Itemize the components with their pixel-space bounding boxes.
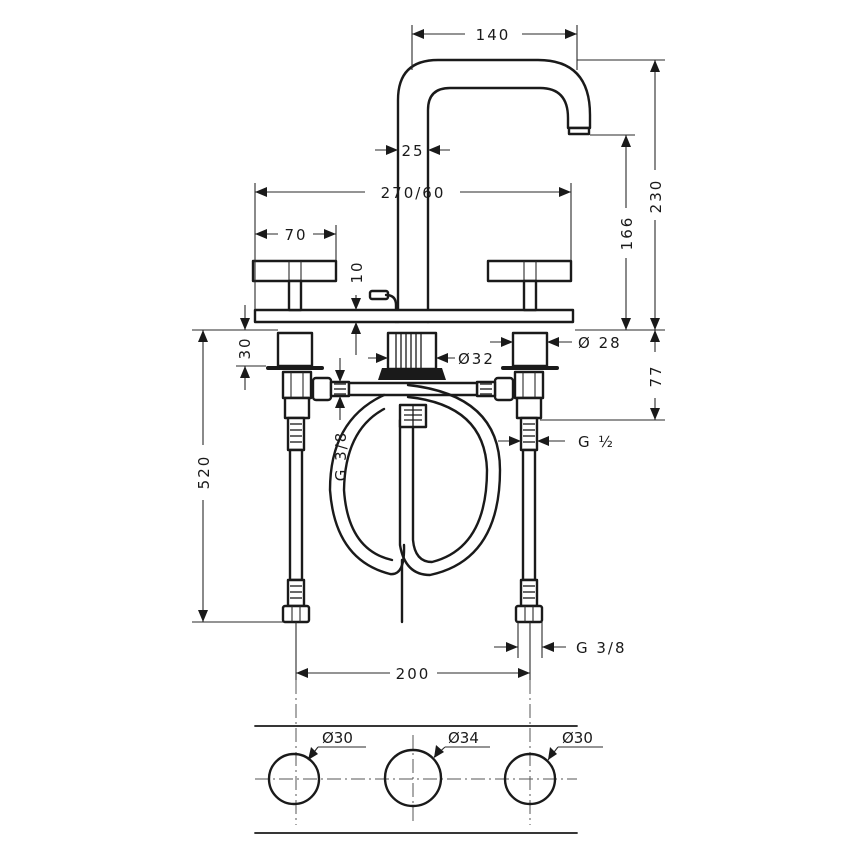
hole-pattern: Ø30 Ø34 Ø30: [254, 680, 603, 834]
label-140: 140: [476, 26, 511, 44]
label-70: 70: [284, 226, 307, 244]
left-valve-body: [266, 331, 333, 420]
label-hole-center: Ø34: [448, 729, 479, 747]
label-d32: Ø32: [458, 350, 495, 368]
label-30: 30: [236, 336, 254, 359]
label-d28: Ø 28: [578, 334, 622, 352]
label-25: 25: [401, 142, 424, 160]
hole-center: [383, 748, 443, 808]
dim-shank-diameter: Ø32: [368, 350, 495, 368]
dim-total-height: 230: [575, 59, 665, 331]
left-supply-hose: [281, 416, 311, 624]
spout: [396, 58, 592, 324]
hole-left: [267, 752, 321, 806]
dim-thread-g38-right: G 3/8: [494, 622, 627, 658]
dim-overall-width: 270/60: [254, 183, 572, 310]
pop-up-lever: [368, 289, 398, 324]
label-230: 230: [647, 179, 665, 214]
dim-pipe-diameter: 25: [375, 142, 450, 160]
label-10: 10: [348, 260, 366, 283]
left-handle: [251, 259, 338, 312]
right-valve-body: [493, 331, 559, 420]
dim-body-diameter: Ø 28: [490, 334, 622, 352]
dim-hose-length: 520: [192, 329, 283, 623]
label-g12: G ½: [578, 433, 615, 451]
label-g38-right: G 3/8: [576, 639, 627, 657]
dim-below-deck: 77: [540, 330, 665, 421]
right-supply-hose: [514, 416, 544, 624]
dim-thread-g12: G ½: [498, 433, 615, 451]
aerator: [567, 126, 591, 136]
hole-right: [503, 752, 557, 806]
dim-spout-reach: 140: [411, 25, 578, 70]
dim-handle-width: 70: [255, 225, 337, 261]
label-200: 200: [396, 665, 431, 683]
dim-thread-g38-left: G 3/8: [332, 358, 350, 481]
connecting-hoses: [328, 380, 502, 624]
label-hole-left: Ø30: [322, 729, 353, 747]
label-g38-left: G 3/8: [332, 431, 350, 482]
spout-shank: [378, 331, 446, 380]
label-hole-right: Ø30: [562, 729, 593, 747]
dim-spout-outlet-height: 166: [590, 134, 636, 330]
label-270-60: 270/60: [381, 184, 446, 202]
right-handle: [486, 259, 573, 312]
label-166: 166: [618, 216, 636, 251]
dim-deck-thickness: 10: [348, 260, 366, 355]
dim-hole-spacing: 200: [295, 622, 531, 683]
label-520: 520: [195, 455, 213, 490]
deck-plate: [253, 308, 575, 324]
label-77: 77: [647, 364, 665, 387]
